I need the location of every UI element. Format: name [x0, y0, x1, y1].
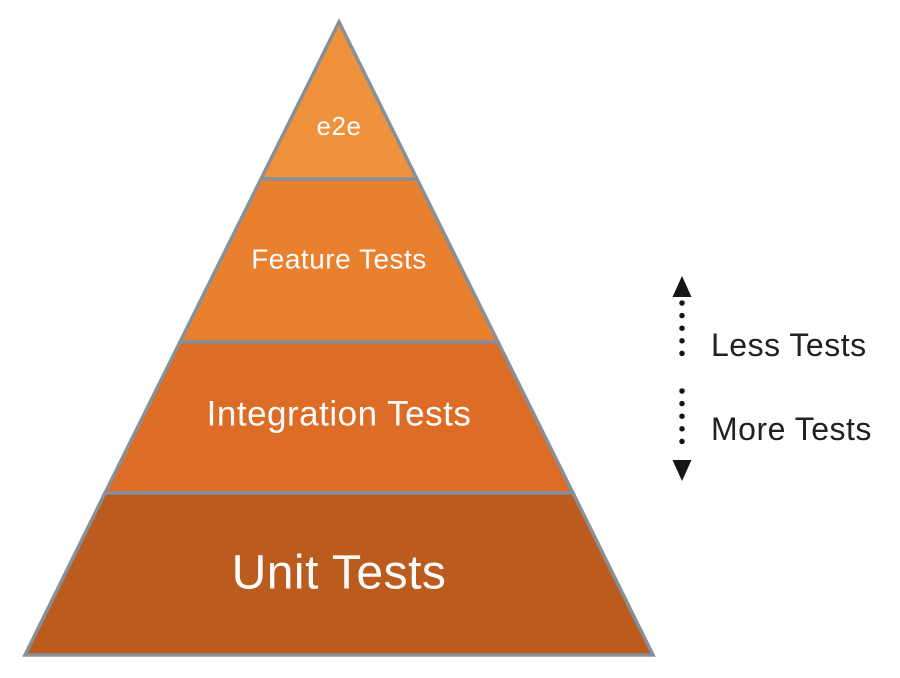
more-tests-label: More Tests [711, 411, 872, 447]
quantity-arrow [672, 276, 692, 481]
layer-label-integration-tests: Integration Tests [207, 395, 472, 434]
layer-label-e2e: e2e [317, 111, 362, 141]
arrow-down-icon [672, 460, 692, 481]
pyramid: e2e Feature Tests Integration Tests Unit… [22, 18, 656, 657]
layer-label-unit-tests: Unit Tests [232, 547, 447, 600]
layer-label-feature-tests: Feature Tests [251, 244, 427, 275]
less-tests-label: Less Tests [711, 327, 867, 363]
arrow-up-icon [672, 276, 692, 297]
pyramid-layer-unit-tests [22, 491, 656, 657]
pyramid-layer-e2e [258, 18, 420, 181]
